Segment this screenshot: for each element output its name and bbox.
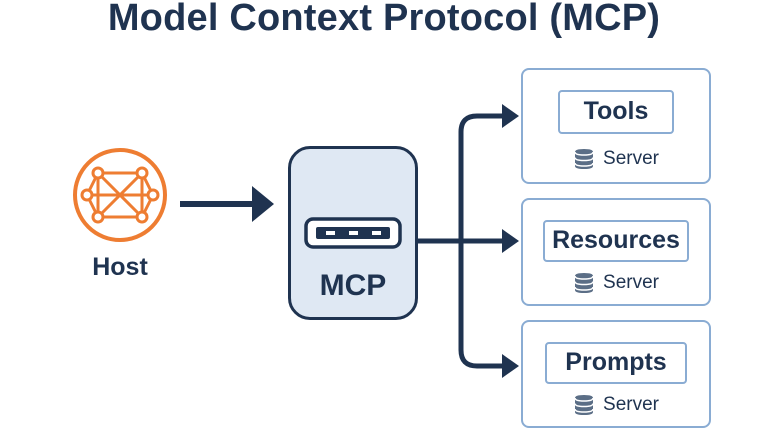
server-label: Server [603, 272, 659, 293]
arrowhead-tools [502, 104, 519, 128]
database-icon [574, 149, 594, 169]
arrowhead-prompts [502, 354, 519, 378]
server-row: Server [523, 394, 709, 416]
database-icon [574, 273, 594, 293]
server-card-resources: Resources Server [521, 198, 711, 306]
host-label: Host [92, 253, 148, 281]
server-row: Server [523, 148, 709, 170]
network-node-icon [73, 148, 167, 242]
card-title-tools: Tools [558, 90, 674, 134]
server-row: Server [523, 272, 709, 294]
mcp-to-servers-arrows [418, 113, 504, 369]
host-to-mcp-arrow [180, 186, 274, 222]
server-card-prompts: Prompts Server [521, 320, 711, 428]
database-icon [574, 395, 594, 415]
mcp-block: MCP [288, 146, 418, 320]
server-label: Server [603, 394, 659, 415]
diagram-title: Model Context Protocol (MCP) [107, 0, 661, 39]
arrowhead-resources [502, 229, 519, 253]
server-label: Server [603, 148, 659, 169]
mcp-label: MCP [319, 269, 387, 302]
card-title-resources: Resources [543, 220, 689, 262]
server-card-tools: Tools Server [521, 68, 711, 184]
card-title-prompts: Prompts [545, 342, 687, 384]
connector-plug-icon [304, 217, 402, 249]
